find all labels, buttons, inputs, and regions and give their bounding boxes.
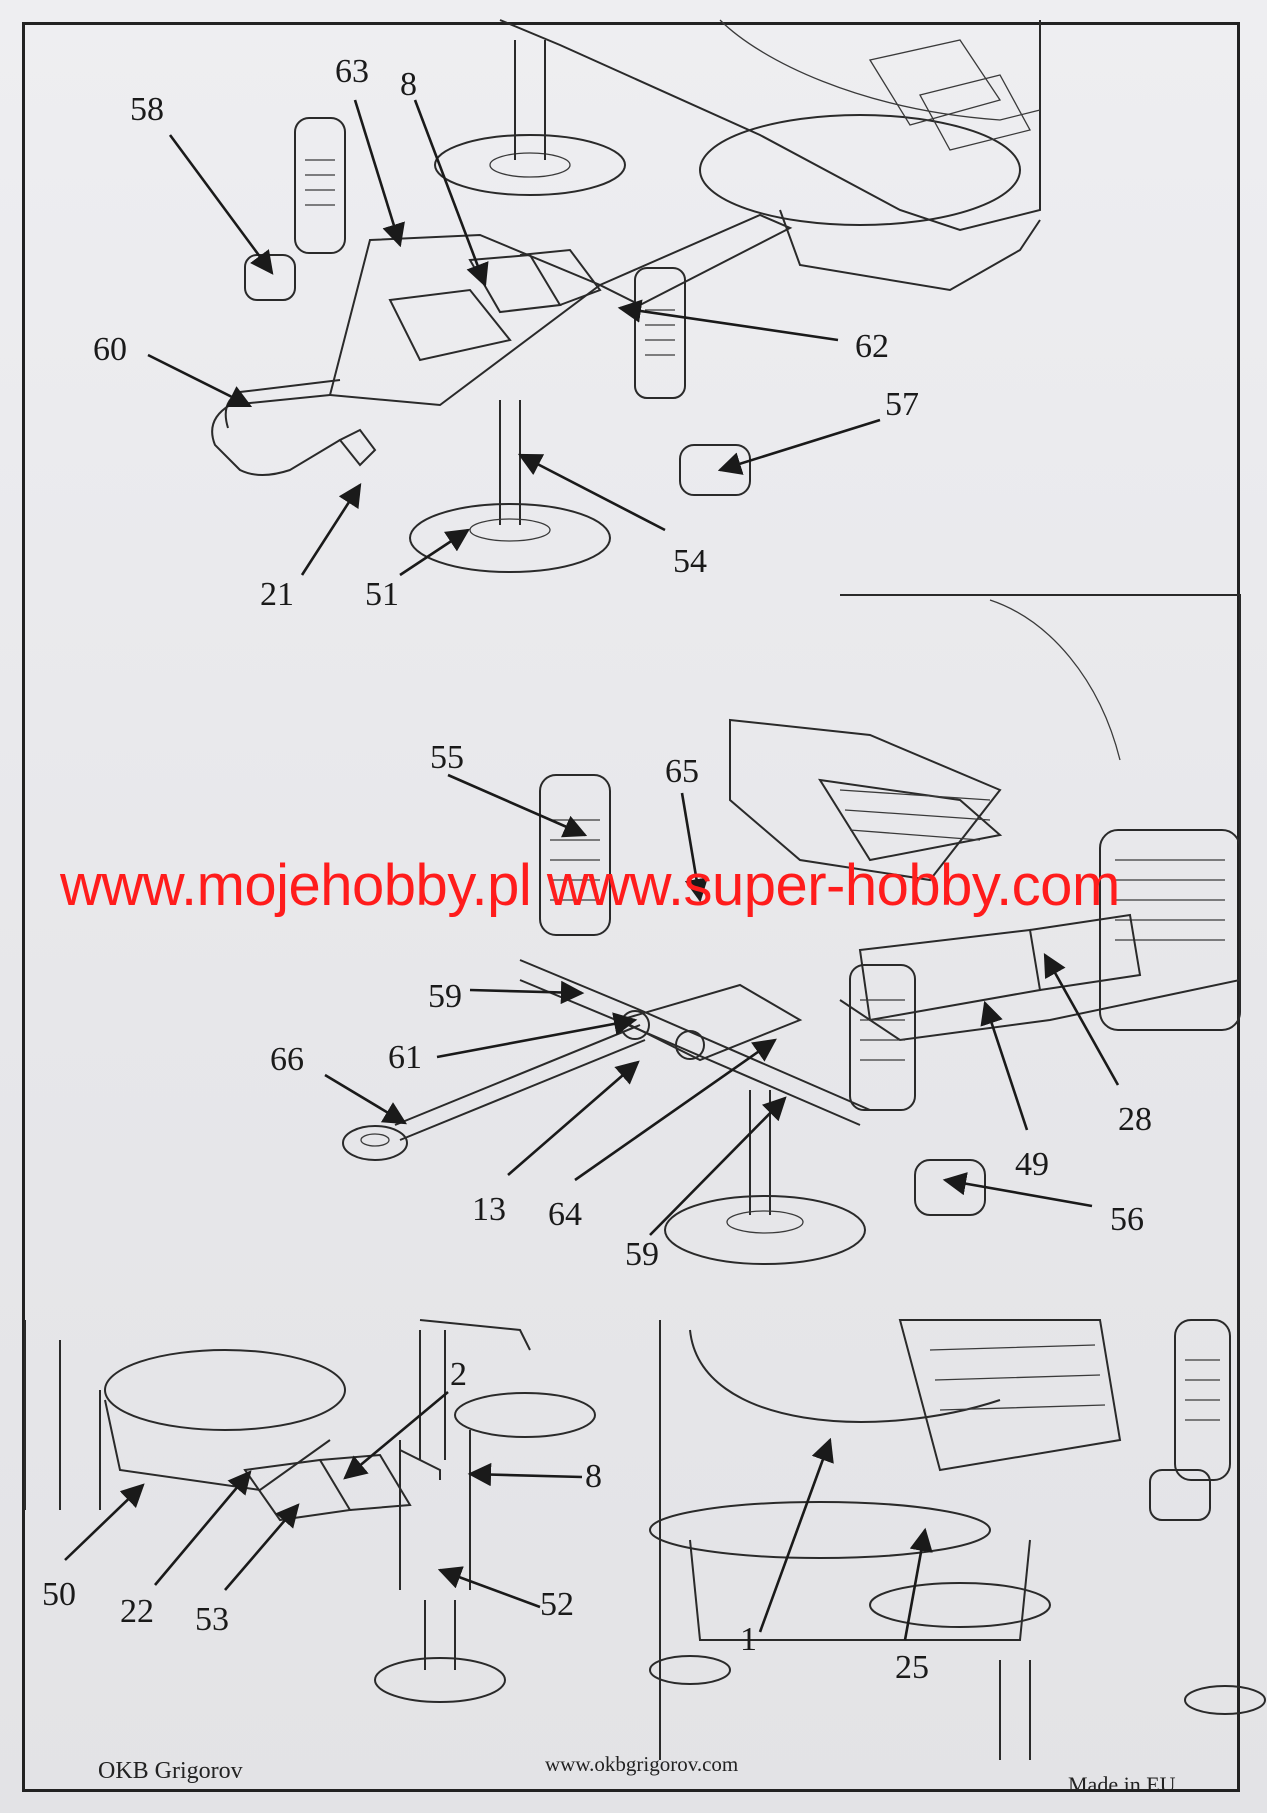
callout-labels: 58 63 8 60 62 57 21 51 54 55 65 59 66 61… [42,53,1152,1686]
callout-28: 28 [1118,1101,1152,1138]
callout-51: 51 [365,576,399,613]
footer-origin: Made in EU [1068,1772,1176,1797]
middle-assembly-drawing [342,594,1241,1265]
callout-64: 64 [548,1196,582,1233]
watermark-text: www.mojehobby.pl www.super-hobby.com [60,853,1120,918]
callout-52: 52 [540,1586,574,1623]
callout-50: 50 [42,1576,76,1613]
callout-54: 54 [673,543,707,580]
page-border [22,22,1240,1792]
callout-62: 62 [855,328,889,365]
callout-60: 60 [93,331,127,368]
callout-13: 13 [472,1191,506,1228]
top-assembly-drawing [211,19,1041,573]
callout-8-top: 8 [400,66,417,103]
footer-publisher: OKB Grigorov [98,1758,243,1784]
callout-57: 57 [885,386,919,423]
callout-61: 61 [388,1039,422,1076]
callout-63: 63 [335,53,369,90]
bottom-left-assembly-drawing [24,1319,596,1703]
callout-49: 49 [1015,1146,1049,1183]
callout-59-lower: 59 [625,1236,659,1273]
callout-58: 58 [130,91,164,128]
callout-59-upper: 59 [428,978,462,1015]
callout-22: 22 [120,1593,154,1630]
footer-website: www.okbgrigorov.com [545,1752,739,1776]
bottom-right-assembly-drawing [649,1319,1266,1760]
leader-arrows [64,99,1120,1641]
callout-1: 1 [740,1621,757,1658]
callout-21: 21 [260,576,294,613]
callout-2: 2 [450,1356,467,1393]
callout-25: 25 [895,1649,929,1686]
callout-55: 55 [430,739,464,776]
callout-56: 56 [1110,1201,1144,1238]
callout-65: 65 [665,753,699,790]
callout-66: 66 [270,1041,304,1078]
callout-53: 53 [195,1601,229,1638]
callout-8-bottom: 8 [585,1458,602,1495]
